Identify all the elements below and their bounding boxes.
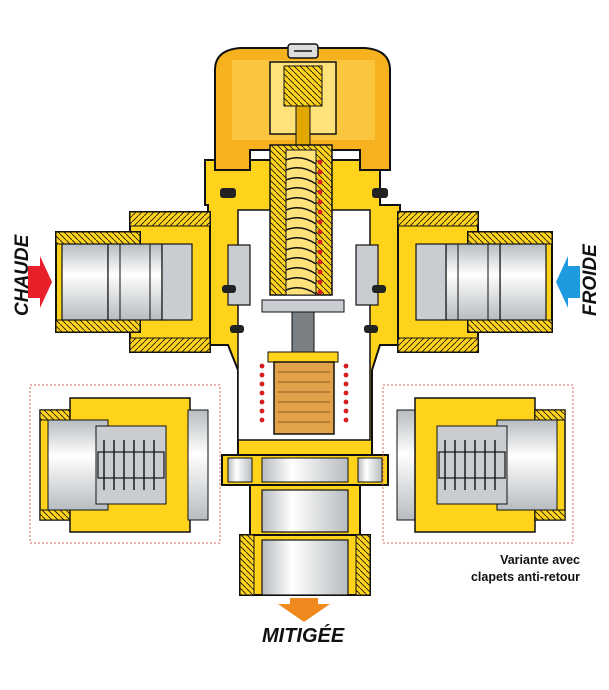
thermostatic-element-ribs	[278, 371, 330, 423]
arrow-left-icon	[556, 256, 580, 308]
check-valve-inset-right	[382, 384, 574, 544]
cold-inlet-fitting	[397, 211, 553, 353]
mixed-outlet-label: MITIGÉE	[262, 625, 345, 647]
mixed-outlet-fitting	[239, 484, 371, 596]
check-valve-left	[97, 440, 165, 490]
hot-inlet-label: CHAUDE	[12, 234, 33, 316]
check-valve-inset-left	[29, 384, 221, 544]
arrow-right-icon	[28, 256, 52, 308]
variant-caption: Variante avec clapets anti-retour	[430, 552, 580, 586]
spindle	[259, 144, 349, 435]
arrow-down-icon	[278, 598, 330, 622]
cold-inlet-label: FROIDE	[580, 244, 601, 316]
spring	[285, 157, 323, 295]
check-valve-right	[438, 440, 506, 490]
return-spring	[259, 363, 349, 423]
seats	[220, 188, 388, 333]
variant-caption-line1: Variante avec	[500, 553, 580, 567]
temperature-knob	[214, 43, 391, 171]
hot-inlet-fitting	[55, 211, 211, 353]
variant-caption-line2: clapets anti-retour	[470, 570, 580, 584]
thermostatic-element	[273, 361, 335, 435]
